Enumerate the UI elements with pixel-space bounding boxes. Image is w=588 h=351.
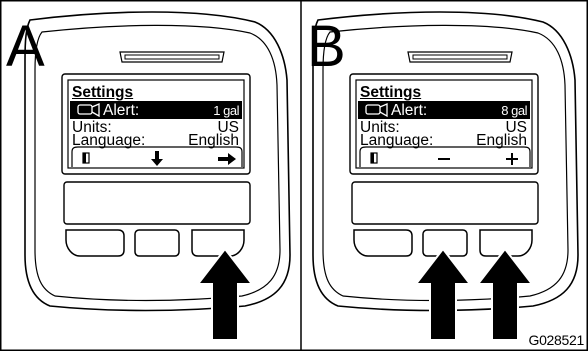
press-arrow-center-b [413, 247, 473, 341]
selected-row-b [358, 101, 530, 119]
exit-door-icon [82, 152, 90, 164]
lower-window-a [63, 181, 251, 225]
language-label-b: Language: [360, 132, 434, 149]
selected-row-a [70, 101, 242, 119]
panel-a [24, 11, 291, 341]
figure-code: G028521 [528, 332, 584, 348]
screen-title-a: Settings [72, 84, 134, 101]
units-value-b: US [505, 119, 527, 136]
tank-alert-icon [77, 103, 100, 118]
panel-b [312, 11, 579, 341]
button-center-a[interactable] [134, 229, 180, 257]
lower-window-b [351, 181, 539, 225]
controller-housing [312, 11, 579, 312]
softkey-bar-a [71, 146, 243, 167]
plus-icon [506, 153, 518, 165]
alert-label-b: Alert: [391, 102, 428, 119]
softkey-bar-b [359, 146, 531, 167]
language-label-a: Language: [72, 132, 146, 149]
units-label-b: Units: [360, 119, 400, 136]
tank-alert-icon [365, 103, 388, 118]
controller-inner-rim [322, 24, 569, 302]
language-value-a: English [188, 132, 239, 149]
arrow-right-icon [218, 153, 236, 165]
alert-value-b: 8 gal [501, 103, 527, 118]
display-bezel [349, 73, 539, 175]
button-right-b[interactable] [479, 229, 533, 257]
panel-letter-b: B [307, 14, 346, 79]
top-slot [119, 51, 225, 63]
minus-icon [438, 158, 450, 160]
alert-label-a: Alert: [103, 102, 140, 119]
controller-inner-rim [34, 24, 281, 302]
panel-letter-a: A [6, 14, 45, 79]
screen-title-b: Settings [360, 84, 422, 101]
controller-housing [24, 11, 291, 312]
press-arrow-right-b [475, 247, 535, 341]
button-right-a[interactable] [191, 229, 245, 257]
press-arrow-right-a [195, 247, 255, 341]
units-value-a: US [217, 119, 239, 136]
alert-value-a: 1 gal [213, 103, 239, 118]
language-value-b: English [476, 132, 527, 149]
exit-door-icon [370, 152, 378, 164]
display-bezel [61, 73, 251, 175]
button-left-a[interactable] [65, 229, 125, 257]
top-slot [407, 51, 513, 63]
top-slot-inner [124, 54, 220, 60]
button-left-b[interactable] [353, 229, 413, 257]
display-screen [355, 79, 533, 169]
top-slot-inner [412, 54, 508, 60]
arrow-down-icon [151, 151, 163, 166]
units-label-a: Units: [72, 119, 112, 136]
